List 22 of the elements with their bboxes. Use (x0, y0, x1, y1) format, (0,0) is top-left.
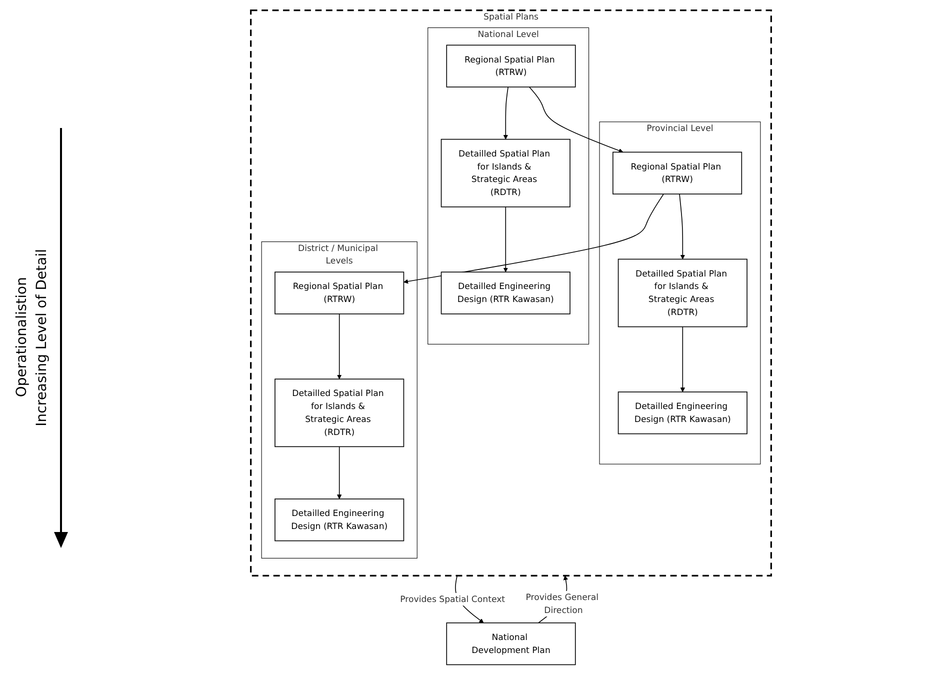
node-box: Detailled Spatial Plan for Islands & Strategic Areas (RDTR) (618, 258, 748, 328)
node-box: Regional Spatial Plan (RTRW) (612, 152, 742, 194)
arrow (337, 446, 342, 500)
arrow (503, 86, 508, 140)
node-box: Detailled Spatial Plan for Islands & Strategic Areas (RDTR) (440, 138, 570, 208)
node-box: Detailled Engineering Design (RTR Kawasan) (440, 272, 570, 314)
arrow (679, 194, 685, 260)
arrow (337, 314, 342, 380)
arrow (680, 326, 685, 392)
edge-label: Provides Spatial Context (400, 594, 506, 604)
node-box: Detailled Spatial Plan for Islands & Strategic Areas (RDTR) (274, 378, 404, 448)
arrow (404, 194, 664, 284)
arrow (503, 206, 508, 272)
arrow (528, 86, 624, 153)
axis-label: Increasing Level of Detail (34, 248, 50, 426)
node-box: Regional Spatial Plan (RTRW) (274, 272, 404, 314)
edge-label: Provides General Direction (526, 592, 599, 616)
axis-label: Operationalistion (14, 277, 30, 398)
node-box: National Development Plan (446, 622, 576, 666)
node-box: Detailled Engineering Design (RTR Kawasan) (618, 392, 748, 434)
node-box: Regional Spatial Plan (RTRW) (446, 44, 576, 88)
node-box: Detailled Engineering Design (RTR Kawasan) (274, 498, 404, 542)
